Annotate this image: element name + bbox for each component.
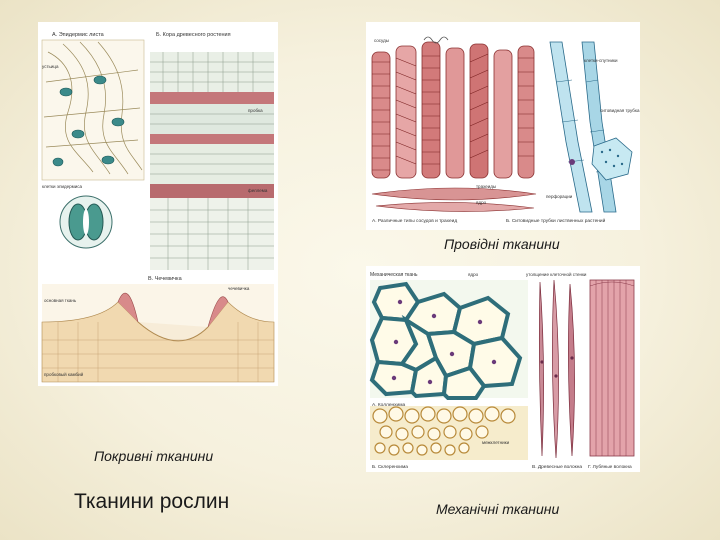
covering-tissue-caption: Покривні тканини [94, 448, 214, 464]
mechanical-panel-label-d: Г. Лубяные волокна [588, 464, 632, 470]
covering-annotation: клетки эпидермиса [42, 184, 83, 189]
mechanical-tissue-figure: Механическая ткань А. Колленхима Б. Скле… [366, 266, 640, 472]
conducting-tissue-caption: Провідні тканини [444, 236, 560, 252]
covering-panel-label-c: В. Чечевичка [148, 276, 183, 282]
conducting-tissue-illustration: А. Различные типы сосудов и трахеид Б. С… [371, 36, 640, 224]
mechanical-panel-label-b: Б. Склеренхима [372, 464, 408, 470]
mechanical-annotation: межклетники [482, 440, 510, 445]
slide-title: Тканини рослин [74, 490, 230, 513]
covering-annotation: основная ткань [44, 298, 77, 303]
covering-panel-label-b: Б. Кора древесного ростения [156, 32, 231, 38]
conducting-tissue-figure: А. Различные типы сосудов и трахеид Б. С… [366, 22, 640, 230]
conducting-annotation: перфорации [546, 194, 573, 199]
mechanical-panel-label-a: А. Колленхима [372, 402, 406, 408]
covering-annotation: пробка [248, 108, 263, 113]
conducting-annotation: клетки-спутники [584, 58, 618, 63]
covering-tissue-figure: А. Эпидермис листа Б. Кора древесного ро… [38, 22, 278, 386]
conducting-annotation: трахеиды [476, 184, 496, 189]
covering-annotation: чечевичка [228, 286, 250, 291]
covering-annotation: пробковый камбий [44, 371, 84, 377]
mechanical-panel-label-c: В. Древесные волокна [532, 464, 582, 470]
covering-annotation: феллема [248, 188, 268, 193]
covering-annotation: устьица [42, 64, 59, 69]
mechanical-annotation: ядро [468, 272, 479, 277]
mechanical-annotation: утолщение клеточной стенки [526, 271, 587, 277]
conducting-annotation: сосуды [374, 38, 389, 43]
covering-tissue-illustration: А. Эпидермис листа Б. Кора древесного ро… [41, 32, 275, 383]
conducting-panel-label-b: Б. Ситовидные трубки лиственных растений [506, 217, 606, 224]
mechanical-tissue-caption: Механічні тканини [436, 501, 560, 517]
mechanical-panel-label-main: Механическая ткань [370, 272, 418, 278]
mechanical-tissue-illustration: Механическая ткань А. Колленхима Б. Скле… [369, 271, 635, 470]
conducting-panel-label-a: А. Различные типы сосудов и трахеид [372, 218, 457, 224]
covering-panel-label-a: А. Эпидермис листа [52, 32, 105, 38]
conducting-annotation: ситовидная трубка [600, 108, 640, 113]
conducting-annotation: ядро [476, 200, 487, 205]
